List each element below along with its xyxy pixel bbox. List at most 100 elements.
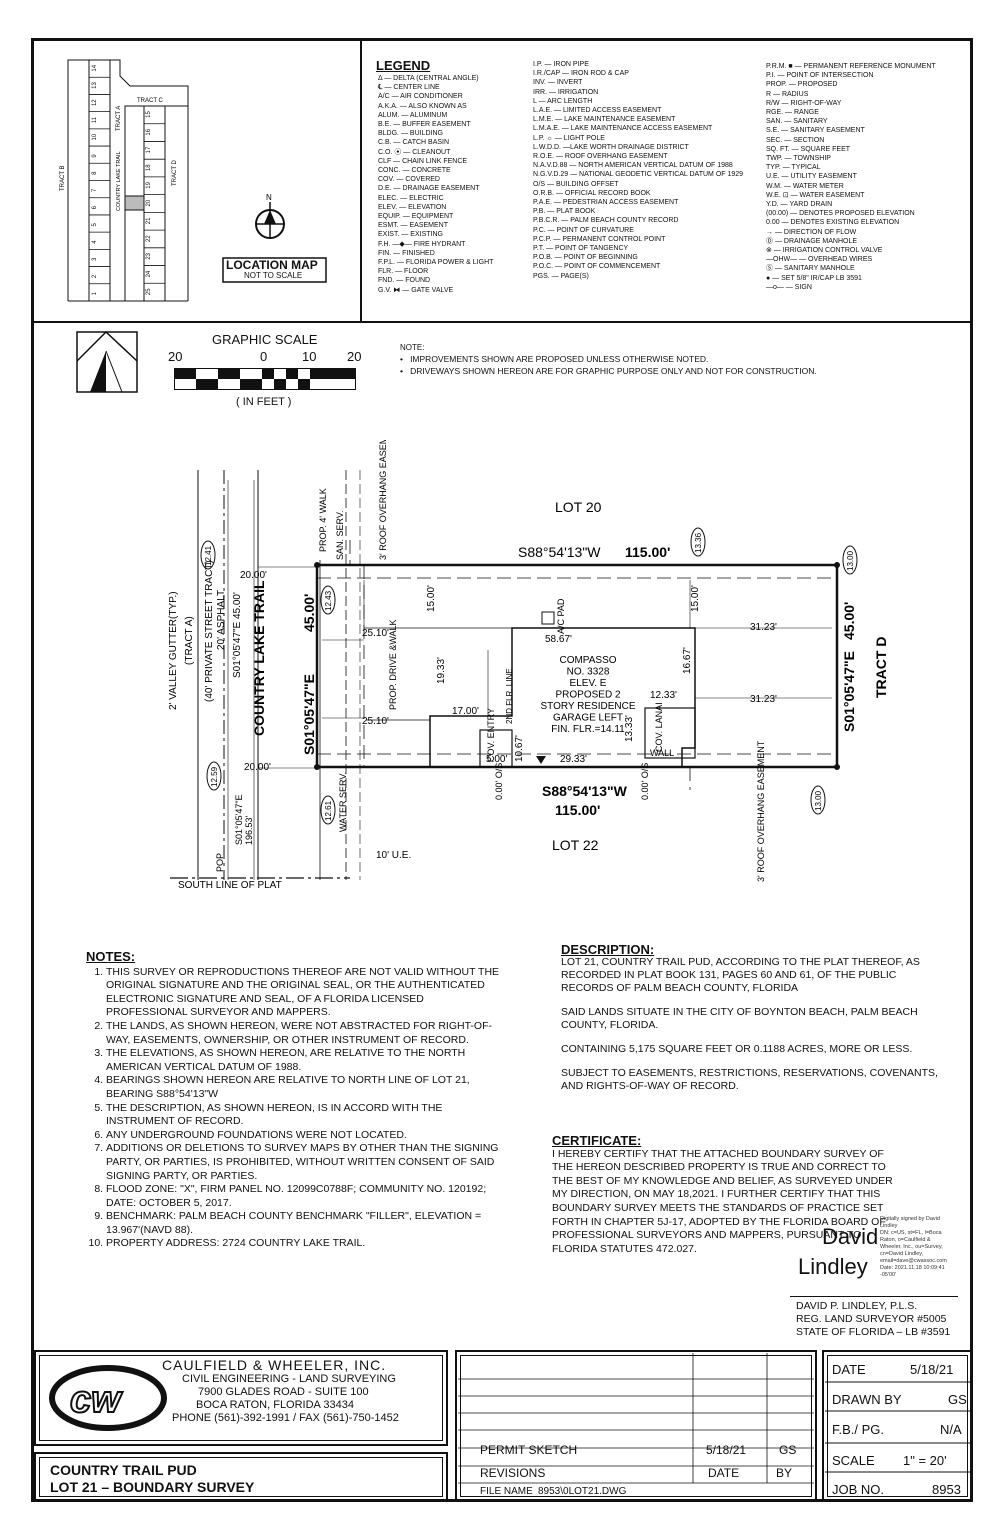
notes-section: NOTES: THIS SURVEY OR REPRODUCTIONS THER… bbox=[86, 950, 506, 1251]
legend-item: B.E. — BUFFER EASEMENT bbox=[378, 121, 471, 129]
surveyor-state: STATE OF FLORIDA – LB #3591 bbox=[796, 1326, 951, 1338]
lot-number: 1 bbox=[92, 291, 98, 295]
lot-number: 15 bbox=[146, 111, 152, 118]
tract-b-label: TRACT B bbox=[60, 165, 66, 191]
legend-item: ELEV. — ELEVATION bbox=[378, 203, 447, 211]
d5867: 58.67' bbox=[545, 634, 572, 645]
d1233: 12.33' bbox=[650, 690, 677, 701]
legend-item: I.P. — IRON PIPE bbox=[533, 61, 589, 68]
legend-item: PROP. — PROPOSED bbox=[766, 81, 838, 89]
revisions-box bbox=[455, 1350, 817, 1502]
os1: 0.00' O/S bbox=[494, 763, 504, 800]
company-line3: BOCA RATON, FLORIDA 33434 bbox=[196, 1399, 354, 1411]
digital-sig-line: email=dave@cwassoc.com bbox=[880, 1258, 947, 1264]
legend-item: P.I. — POINT OF INTERSECTION bbox=[766, 72, 874, 80]
lot-number: 23 bbox=[146, 252, 152, 259]
tract-a-label: TRACT A bbox=[116, 106, 122, 131]
legend-item: ● — SET 5/8" IR/CAP LB 3591 bbox=[766, 274, 862, 282]
legend-item: COV. — COVERED bbox=[378, 176, 440, 184]
scale-unit: ( IN FEET ) bbox=[236, 396, 292, 408]
roof-ease-top: 3' ROOF OVERHANG EASEMENT bbox=[378, 440, 388, 560]
street-label: COUNTRY LAKE TRAIL bbox=[116, 151, 122, 211]
legend-item: FND. — FOUND bbox=[378, 277, 431, 285]
legend-item: P.T. — POINT OF TANGENCY bbox=[533, 245, 629, 253]
info-scale-label: SCALE bbox=[832, 1453, 875, 1468]
legend-item: D.E. — DRAINAGE EASEMENT bbox=[378, 185, 480, 193]
legend-item: Y.D. — YARD DRAIN bbox=[766, 201, 833, 209]
pop-dist: 196.53' bbox=[244, 815, 254, 845]
lot-number: 4 bbox=[92, 240, 98, 244]
legend-item: L.W.D.D. —LAKE WORTH DRAINAGE DISTRICT bbox=[533, 143, 689, 151]
legend-item: P.O.B. — POINT OF BEGINNING bbox=[533, 254, 638, 262]
digital-sig-line: Digitally signed by David bbox=[880, 1216, 940, 1222]
flr-line: 2ND FLR. LINE bbox=[505, 668, 514, 724]
elev-1241: 12.41 bbox=[204, 545, 213, 566]
top-divider bbox=[34, 321, 970, 323]
san-serv: SAN. SERV. bbox=[335, 510, 345, 560]
legend-item: O/S — BUILDING OFFSET bbox=[533, 180, 619, 188]
legend-item: FLR. — FLOOR bbox=[378, 268, 429, 276]
scale-bar bbox=[174, 368, 356, 390]
signature-last: Lindley bbox=[798, 1254, 868, 1279]
surveyor-name: DAVID P. LINDLEY, P.L.S. bbox=[796, 1300, 918, 1312]
legend-item: N.G.V.D.29 — NATIONAL GEODETIC VERTICAL … bbox=[533, 171, 744, 179]
note-item: BENCHMARK: PALM BEACH COUNTY BENCHMARK "… bbox=[106, 1210, 506, 1237]
lot-number: 10 bbox=[92, 133, 98, 140]
legend-item: FIN. — FINISHED bbox=[378, 249, 435, 257]
signature-line bbox=[790, 1296, 958, 1297]
lot-number: 3 bbox=[92, 257, 98, 261]
legend-item: F.H. —◆— FIRE HYDRANT bbox=[378, 240, 466, 248]
east-bearing: S01°05'47"E bbox=[841, 651, 857, 732]
d20-bot: 20.00' bbox=[244, 762, 271, 773]
description-p2: SAID LANDS SITUATE IN THE CITY OF BOYNTO… bbox=[561, 1006, 918, 1031]
legend-item: I.R./CAP — IRON ROD & CAP bbox=[533, 70, 629, 78]
lot-number: 20 bbox=[146, 199, 152, 206]
description-title: DESCRIPTION: bbox=[561, 942, 655, 957]
legend-item: O.R.B. — OFFICIAL RECORD BOOK bbox=[533, 189, 651, 197]
legend-item: Ⓢ — SANITARY MANHOLE bbox=[766, 265, 855, 273]
location-map-subtitle: NOT TO SCALE bbox=[244, 271, 303, 280]
description-p1: LOT 21, COUNTRY TRAIL PUD, ACCORDING TO … bbox=[561, 956, 920, 994]
project-line2: LOT 21 – BOUNDARY SURVEY bbox=[50, 1479, 255, 1495]
legend-item: BLDG. — BUILDING bbox=[378, 130, 443, 138]
legend-item: EQUIP. — EQUIPMENT bbox=[378, 213, 454, 221]
lot-number: 9 bbox=[92, 154, 98, 158]
elevations: 12.41 12.43 12.59 12.61 13.36 13.00 13.0… bbox=[200, 527, 858, 825]
lot-21-highlight bbox=[124, 195, 145, 211]
legend-item: RGE. — RANGE bbox=[766, 109, 819, 117]
d3123-bot: 31.23' bbox=[750, 694, 777, 705]
private-street: (40' PRIVATE STREET TRACT) bbox=[204, 560, 215, 702]
legend-item: C.O. ⦿ — CLEANOUT bbox=[378, 148, 451, 156]
legend-item: ℄ — CENTER LINE bbox=[378, 84, 440, 92]
legend-item: P.B.C.R. — PALM BEACH COUNTY RECORD bbox=[533, 217, 679, 225]
revisions-grid bbox=[458, 1353, 814, 1484]
east-dist: 45.00' bbox=[841, 602, 857, 640]
legend-col-2: I.P. — IRON PIPE I.R./CAP — IRON ROD & CA… bbox=[533, 60, 743, 281]
surveyor-reg: REG. LAND SURVEYOR #5005 bbox=[796, 1313, 947, 1325]
tract-d-label: TRACT D bbox=[172, 159, 178, 186]
north-dist: 115.00' bbox=[625, 544, 670, 560]
digital-sig-line: Raton, o=Caulfield & bbox=[880, 1237, 931, 1243]
company-box bbox=[34, 1350, 448, 1446]
legend-item: PGS. — PAGE(S) bbox=[533, 272, 589, 280]
legend-item: G.V. ⧓ — GATE VALVE bbox=[378, 286, 454, 294]
info-drawn-label: DRAWN BY bbox=[832, 1392, 902, 1407]
legend-item: Δ — DELTA (CENTRAL ANGLE) bbox=[378, 75, 479, 82]
d15-right: 15.00' bbox=[690, 585, 701, 612]
info-grid bbox=[825, 1381, 970, 1473]
description-p4: SUBJECT TO EASEMENTS, RESTRICTIONS, RESE… bbox=[561, 1067, 938, 1092]
digital-sig-line: DN: c=US, st=FL, l=Boca bbox=[880, 1230, 942, 1236]
legend-item: ⊗ — IRRIGATION CONTROL VALVE bbox=[766, 247, 883, 255]
elev-1261: 12.61 bbox=[324, 800, 333, 821]
legend-item: R/W — RIGHT-OF-WAY bbox=[766, 99, 842, 107]
d1333: 13.33' bbox=[624, 715, 635, 742]
info-job-label: JOB NO. bbox=[832, 1482, 885, 1497]
digital-sig-line: Lindley bbox=[880, 1223, 898, 1229]
legend-item: A/C — AIR CONDITIONER bbox=[378, 93, 463, 101]
file-name: 8953\0LOT21.DWG bbox=[538, 1486, 627, 1497]
legend-item: W.M. — WATER METER bbox=[766, 182, 844, 190]
by-label: BY bbox=[776, 1466, 793, 1480]
lot-number: 22 bbox=[146, 235, 152, 242]
description-p3: CONTAINING 5,175 SQUARE FEET OR 0.1188 A… bbox=[561, 1043, 913, 1055]
